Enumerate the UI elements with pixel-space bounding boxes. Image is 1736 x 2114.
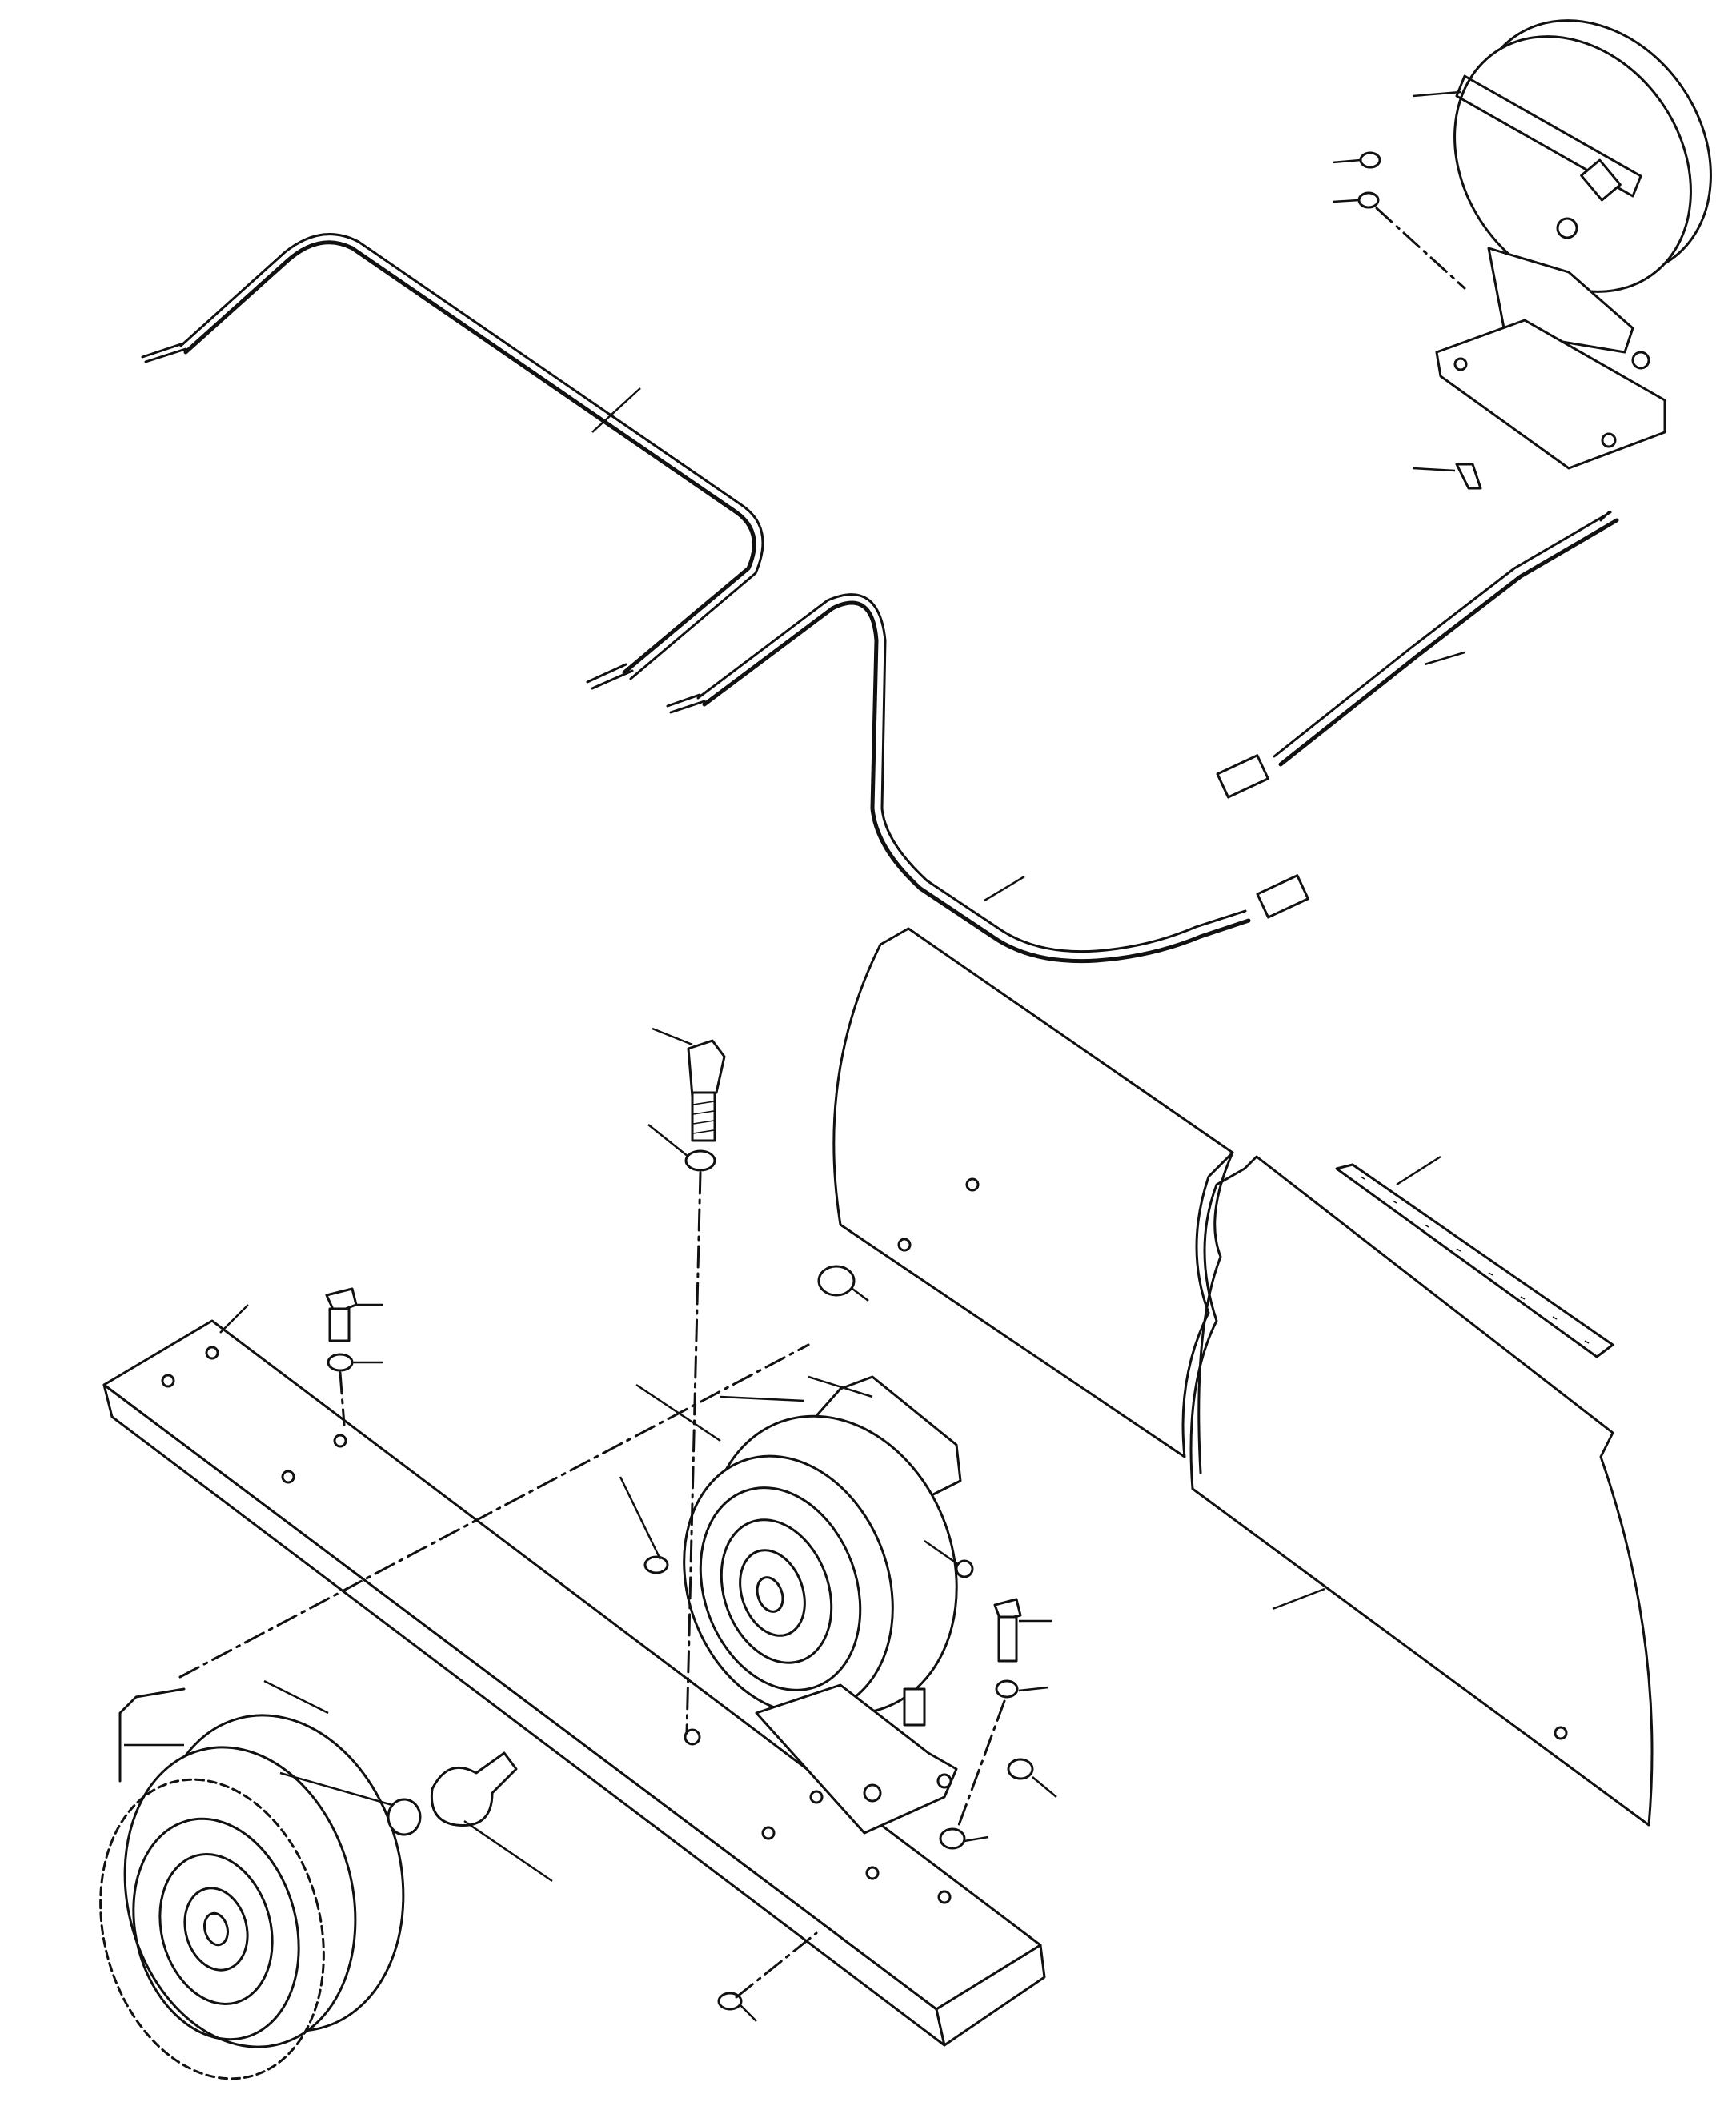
grommet: [817, 1265, 856, 1297]
wire-harness-short: [1216, 511, 1619, 799]
work-lamp-center: [635, 1375, 974, 1835]
screw: [955, 1559, 974, 1578]
mount-bolt: [1455, 463, 1482, 490]
fender-panel: [817, 927, 1654, 1827]
wire-harness-long: [141, 233, 764, 690]
nut: [1007, 1758, 1034, 1780]
work-lamp-top-right: [1332, 19, 1712, 490]
work-lamp-bottom-left: [99, 1343, 810, 2080]
washer: [327, 1353, 354, 1372]
connector-plug: [1256, 874, 1309, 919]
washer: [995, 1679, 1019, 1699]
leader-line: [1424, 651, 1465, 666]
lamp-handle: [1455, 74, 1642, 198]
sealing-strip: [1335, 1155, 1614, 1358]
bulb: [430, 1751, 518, 1827]
screws: [619, 1476, 818, 2022]
bolt-right: [939, 1598, 1057, 1850]
wire-harness-middle: [666, 593, 1309, 964]
adjust-knob: [903, 1687, 926, 1727]
leader-line: [591, 387, 641, 433]
lock-washer: [1357, 191, 1380, 209]
connector-plug-right: [1216, 754, 1269, 799]
nut-lower: [939, 1827, 966, 1850]
lamp-base-plate: [755, 1683, 958, 1835]
bolt-left: [325, 1287, 383, 1426]
lamp-base-plate: [1435, 319, 1666, 470]
screw-left-of-lamp: [643, 1555, 669, 1574]
washer: [684, 1149, 716, 1172]
nut: [1359, 151, 1381, 169]
leader-line: [984, 875, 1025, 902]
mounting-beam: [102, 1304, 1046, 2047]
bulb-socket-ring: [387, 1798, 422, 1836]
leader-line: [1272, 1587, 1325, 1611]
bolt-upper: [647, 1027, 726, 1735]
